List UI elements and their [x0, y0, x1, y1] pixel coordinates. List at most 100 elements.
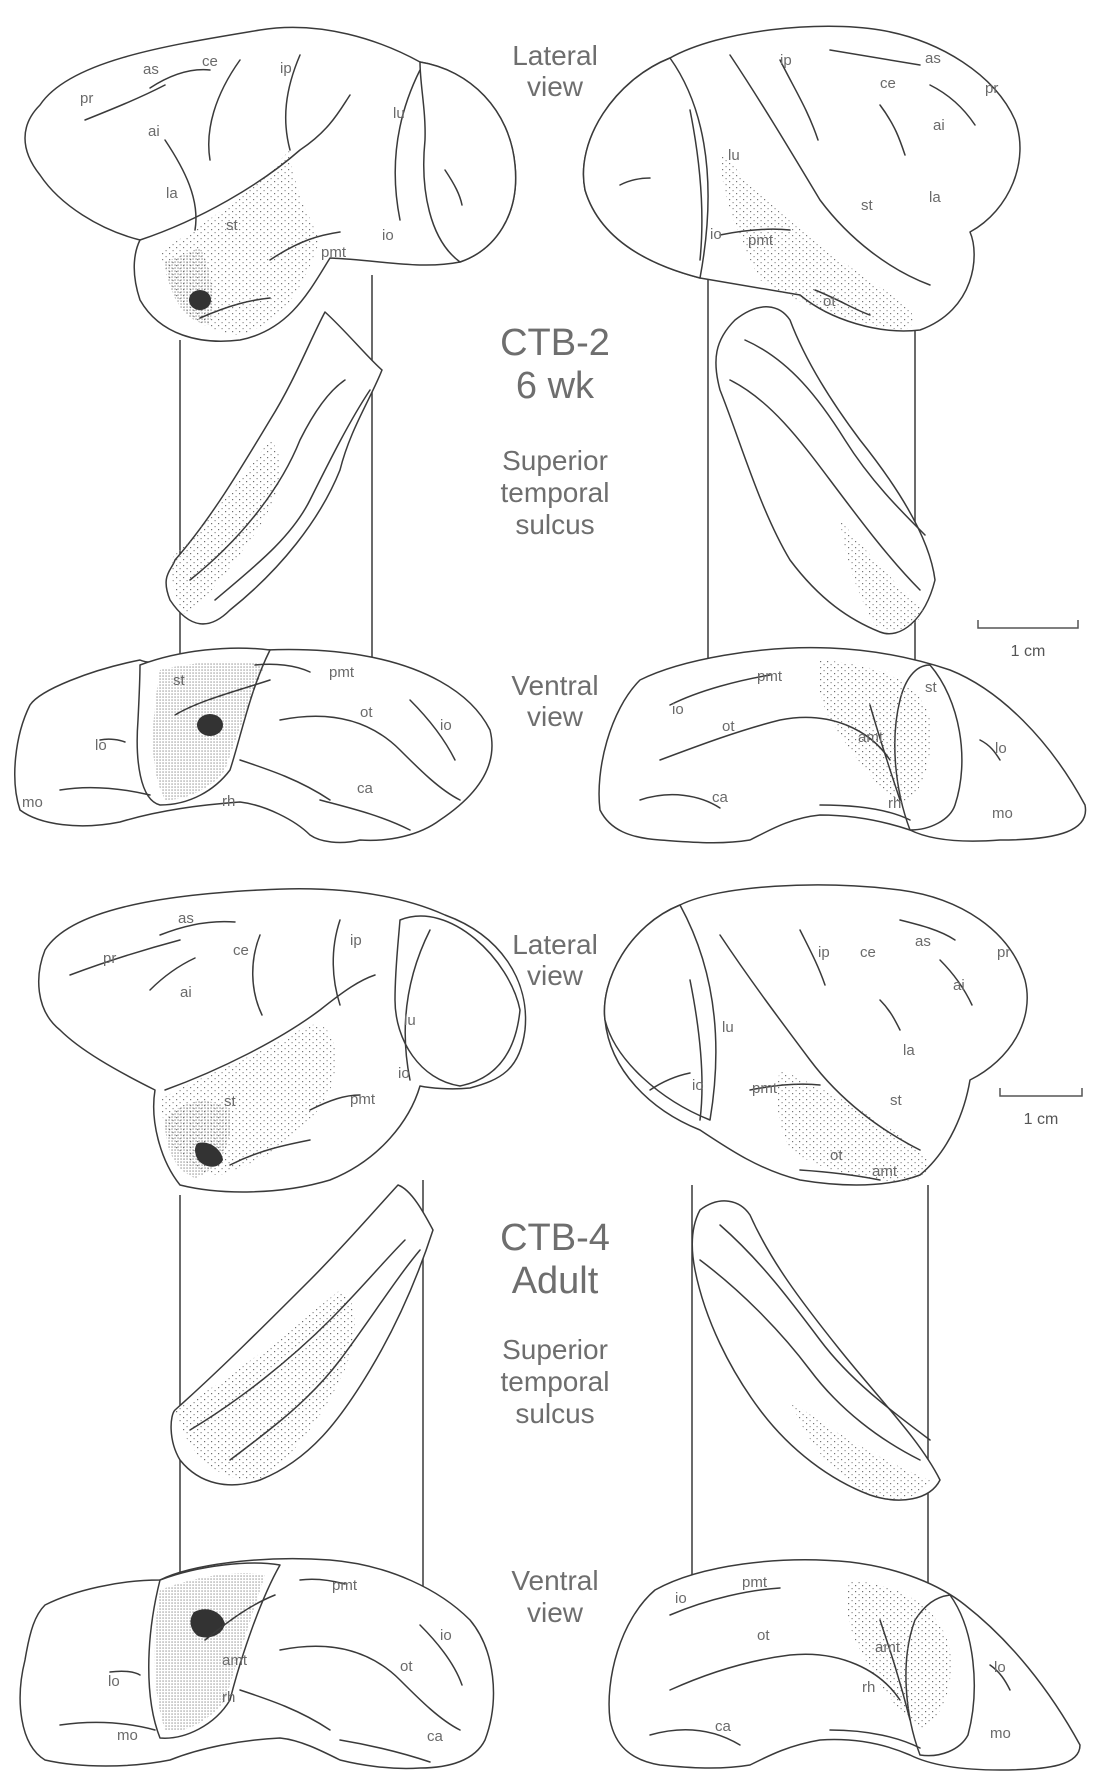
sulcus-label-lo: lo	[95, 737, 107, 754]
sulcus-label-ot: ot	[400, 1658, 413, 1675]
sts-title-line-2: temporal	[501, 1366, 610, 1397]
sulcus-label-ot: ot	[823, 293, 836, 310]
sulcus-label-pmt: pmt	[332, 1577, 358, 1594]
sulcus-label-pr: pr	[103, 950, 116, 967]
lateral-view-title-line-2: view	[527, 71, 584, 102]
case-title-line-2: Adult	[512, 1260, 599, 1302]
sts-title-line-3: sulcus	[515, 1398, 594, 1429]
sulcus-label-io: io	[382, 227, 394, 244]
sulcus-label-st: st	[173, 672, 186, 689]
sts-title-line-3: sulcus	[515, 509, 594, 540]
sulcus-label-ip: ip	[350, 932, 362, 949]
scale-bar-label: 1 cm	[1024, 1111, 1059, 1128]
right-sts-map	[715, 306, 936, 635]
sulcus-label-io: io	[692, 1077, 704, 1094]
sulcus-label-ip: ip	[780, 52, 792, 69]
sts-title-line-1: Superior	[502, 445, 608, 476]
injection-site	[189, 290, 211, 310]
scale-bar: 1 cm	[977, 620, 1079, 660]
right-lateral-brain: ip as ce pr ai lu st la io pmt ot	[582, 25, 1021, 332]
lateral-view-title-line-2: view	[527, 960, 584, 991]
sulcus-label-ca: ca	[357, 780, 374, 797]
sulcus-label-ip: ip	[280, 60, 292, 77]
sulcus-label-mo: mo	[117, 1727, 138, 1744]
sulcus-label-ai: ai	[180, 984, 192, 1001]
sulcus-label-lu: lu	[404, 1012, 416, 1029]
sulcus-label-lu: lu	[728, 147, 740, 164]
sulcus-label-st: st	[925, 679, 938, 696]
panel-ctb-2: pr as ce ip ai lu la st pmt io ip	[14, 25, 1087, 844]
sulcus-label-ai: ai	[148, 123, 160, 140]
case-title-line-2: 6 wk	[516, 365, 595, 407]
sulcus-label-amt: amt	[222, 1652, 248, 1669]
sulcus-label-amt: amt	[875, 1639, 901, 1656]
left-lateral-brain: as pr ce ip ai lu io st pmt	[38, 888, 527, 1193]
sulcus-label-pmt: pmt	[752, 1080, 778, 1097]
sulcus-label-pmt: pmt	[329, 664, 355, 681]
sulcus-label-st: st	[861, 197, 874, 214]
left-lateral-brain: pr as ce ip ai lu la st pmt io	[24, 26, 517, 342]
case-title-line-1: CTB-4	[500, 1217, 610, 1259]
sulcus-label-mo: mo	[992, 805, 1013, 822]
right-ventral-brain: pmt io ot amt lo rh ca mo	[608, 1559, 1081, 1771]
sulcus-label-la: la	[929, 189, 941, 206]
sulcus-label-ce: ce	[860, 944, 876, 961]
sulcus-label-pmt: pmt	[748, 232, 774, 249]
sulcus-label-ai: ai	[933, 117, 945, 134]
sulcus-label-as: as	[915, 933, 931, 950]
sulcus-label-rh: rh	[222, 793, 235, 810]
sulcus-label-rh: rh	[888, 795, 901, 812]
sulcus-label-st: st	[226, 217, 239, 234]
sulcus-label-amt: amt	[872, 1163, 898, 1180]
sulcus-label-ai: ai	[953, 977, 965, 994]
left-sts-map	[170, 1184, 434, 1486]
sulcus-label-ot: ot	[360, 704, 373, 721]
sulcus-label-rh: rh	[222, 1689, 235, 1706]
injection-site	[197, 714, 223, 736]
lateral-view-title-line-1: Lateral	[512, 40, 598, 71]
sulcus-label-pr: pr	[80, 90, 93, 107]
sulcus-label-pmt: pmt	[757, 668, 783, 685]
case-title-line-1: CTB-2	[500, 322, 610, 364]
ventral-view-title-line-2: view	[527, 701, 584, 732]
right-lateral-brain: as ip ce pr ai lu la io pmt st ot amt	[603, 884, 1028, 1186]
sulcus-label-ot: ot	[757, 1627, 770, 1644]
sulcus-label-io: io	[710, 226, 722, 243]
scale-bar: 1 cm	[999, 1088, 1083, 1128]
sulcus-label-ip: ip	[818, 944, 830, 961]
ventral-view-title-line-1: Ventral	[511, 1565, 598, 1596]
sulcus-label-la: la	[903, 1042, 915, 1059]
sulcus-label-pr: pr	[997, 944, 1010, 961]
sulcus-label-pmt: pmt	[742, 1574, 768, 1591]
sulcus-label-pmt: pmt	[321, 244, 347, 261]
sulcus-label-ce: ce	[202, 53, 218, 70]
sulcus-label-as: as	[925, 50, 941, 67]
sulcus-label-la: la	[166, 185, 178, 202]
right-ventral-brain: pmt st io ot amt lo ca rh mo	[598, 646, 1087, 844]
sulcus-label-as: as	[143, 61, 159, 78]
sulcus-label-io: io	[398, 1065, 410, 1082]
lateral-view-title-line-1: Lateral	[512, 929, 598, 960]
left-ventral-brain: pmt io amt ot lo rh mo ca	[19, 1557, 495, 1770]
sulcus-label-ca: ca	[715, 1718, 732, 1735]
injection-site	[195, 1142, 223, 1167]
sulcus-label-lo: lo	[994, 1659, 1006, 1676]
right-sts-map	[691, 1200, 941, 1501]
panel-1-headings: Lateral view CTB-2 6 wk Superior tempora…	[500, 40, 610, 732]
sulcus-label-mo: mo	[990, 1725, 1011, 1742]
sts-title-line-1: Superior	[502, 1334, 608, 1365]
sulcus-label-io: io	[440, 717, 452, 734]
sulcus-label-lo: lo	[108, 1673, 120, 1690]
scale-bar-label: 1 cm	[1011, 643, 1046, 660]
sulcus-label-lu: lu	[393, 105, 405, 122]
sulcus-label-rh: rh	[862, 1679, 875, 1696]
sulcus-label-as: as	[178, 910, 194, 927]
sulcus-label-ce: ce	[233, 942, 249, 959]
sulcus-label-amt: amt	[858, 729, 884, 746]
sulcus-label-ot: ot	[830, 1147, 843, 1164]
sulcus-label-lo: lo	[995, 740, 1007, 757]
sulcus-label-ce: ce	[880, 75, 896, 92]
ventral-view-title-line-1: Ventral	[511, 670, 598, 701]
ventral-view-title-line-2: view	[527, 1597, 584, 1628]
sulcus-label-ot: ot	[722, 718, 735, 735]
